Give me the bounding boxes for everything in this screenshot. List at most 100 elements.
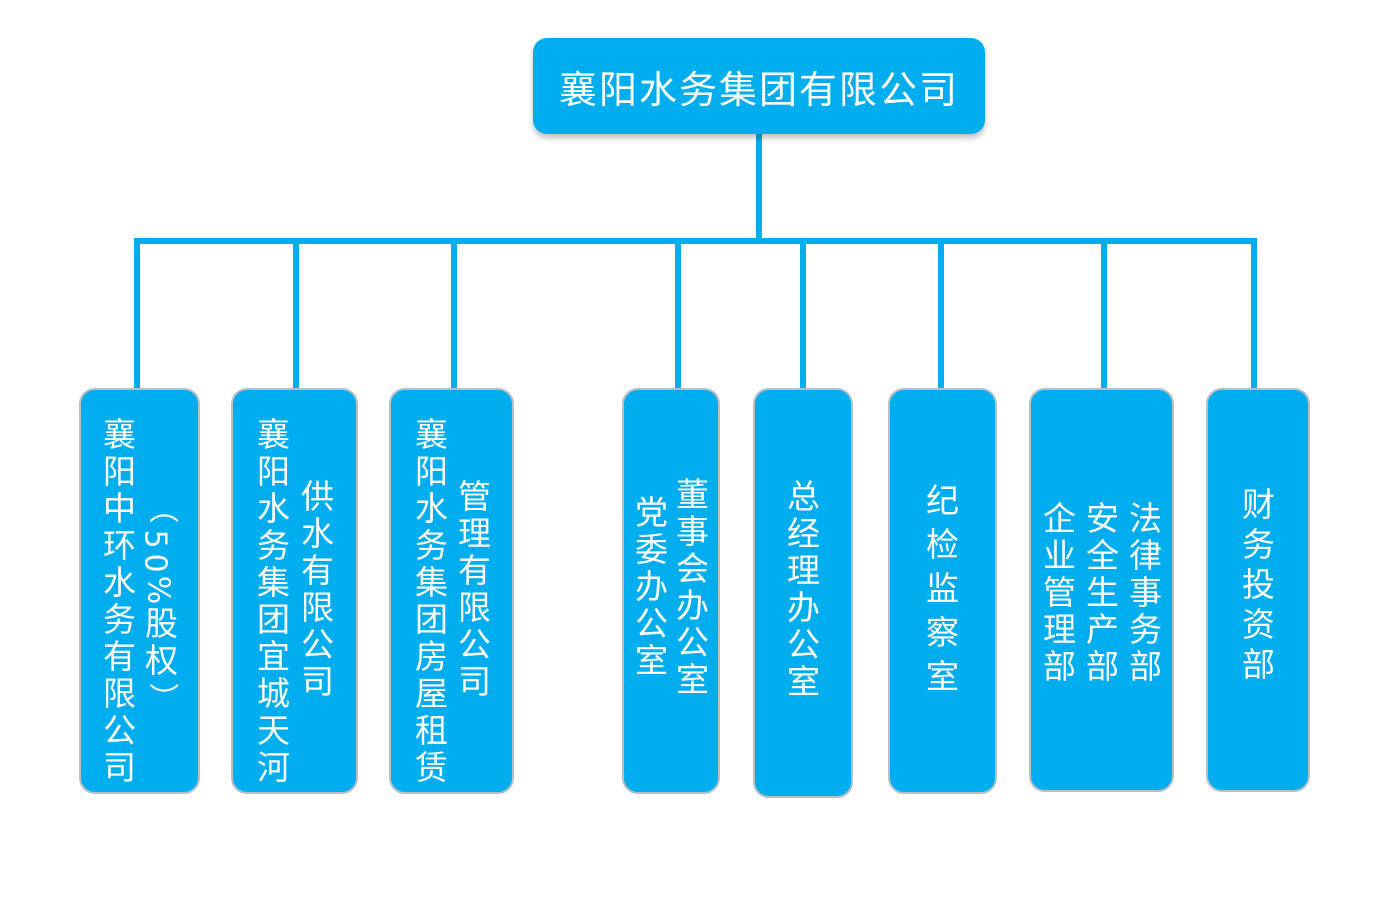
unit-box-yicheng: 襄 阳 水 务 集 团 宜 城 天 河 供 水 有 限 公 司 <box>231 388 358 794</box>
unit-char: 襄 <box>103 415 136 454</box>
unit-char: 团 <box>415 600 448 639</box>
unit-char: 阳 <box>415 452 448 491</box>
unit-char: 天 <box>257 711 290 750</box>
unit-char: 部 <box>1242 645 1275 684</box>
unit-box-caiwu: 财 务 投 资 部 <box>1206 388 1310 792</box>
unit-text-column: 党 委 办 公 室 <box>635 494 668 679</box>
unit-char: 房 <box>415 637 448 676</box>
unit-char: 河 <box>257 748 290 787</box>
unit-char: 0 <box>137 553 173 573</box>
unit-char: 有 <box>103 637 136 676</box>
unit-char: 管 <box>458 477 491 516</box>
unit-text-column: 法 律 事 务 部 <box>1129 500 1162 685</box>
unit-char: 管 <box>1043 573 1076 612</box>
unit-box-zongjingli: 总 经 理 办 公 室 <box>753 388 853 798</box>
unit-char: 室 <box>676 660 709 699</box>
unit-char: 水 <box>301 514 334 553</box>
unit-char: 投 <box>1242 565 1275 604</box>
unit-char: 室 <box>635 641 668 680</box>
unit-char: 供 <box>301 477 334 516</box>
unit-char: 限 <box>458 588 491 627</box>
unit-char: 办 <box>787 588 820 627</box>
unit-text-column: 供 水 有 限 公 司 <box>301 478 334 700</box>
unit-char: 5 <box>137 529 173 549</box>
unit-char: 会 <box>676 549 709 588</box>
unit-char: 理 <box>1043 610 1076 649</box>
unit-char: 理 <box>787 551 820 590</box>
unit-char: 公 <box>301 625 334 664</box>
unit-char: 股 <box>145 604 178 643</box>
unit-char: 企 <box>1043 499 1076 538</box>
root-node: 襄阳水务集团有限公司 <box>533 38 985 134</box>
unit-char: 事 <box>1129 573 1162 612</box>
unit-text-column: 总 经 理 办 公 室 <box>787 478 820 700</box>
unit-text-column: 襄 阳 水 务 集 团 房 屋 租 赁 <box>415 416 448 786</box>
unit-char: 法 <box>1129 499 1162 538</box>
unit-char: 部 <box>1086 647 1119 686</box>
unit-text-column: 财 务 投 资 部 <box>1242 486 1275 686</box>
unit-char: 集 <box>415 563 448 602</box>
unit-char: 中 <box>103 489 136 528</box>
unit-char: 水 <box>257 489 290 528</box>
unit-char: 阳 <box>257 452 290 491</box>
unit-box-zhonghuan: 襄 阳 中 环 水 务 有 限 公 司 （ 5 0 % 股 权 ） <box>79 388 200 794</box>
unit-char: 水 <box>103 563 136 602</box>
unit-char: 公 <box>458 625 491 664</box>
unit-char: 务 <box>257 526 290 565</box>
unit-char: 财 <box>1242 485 1275 524</box>
unit-text-column: 襄 阳 中 环 水 务 有 限 公 司 <box>103 416 136 786</box>
unit-char: 赁 <box>415 748 448 787</box>
unit-char: 总 <box>787 477 820 516</box>
unit-char: 业 <box>1043 536 1076 575</box>
unit-char: 办 <box>635 567 668 606</box>
unit-char: 全 <box>1086 536 1119 575</box>
unit-char: 限 <box>103 674 136 713</box>
unit-char: 公 <box>676 623 709 662</box>
unit-box-jijian: 纪 检 监 察 室 <box>888 388 997 794</box>
unit-char: 有 <box>458 551 491 590</box>
unit-box-fangwu: 襄 阳 水 务 集 团 房 屋 租 赁 管 理 有 限 公 司 <box>389 388 514 794</box>
unit-char: 办 <box>676 586 709 625</box>
unit-text-column: （ 5 0 % 股 权 ） <box>137 490 180 716</box>
unit-char: 公 <box>787 625 820 664</box>
unit-char: 纪 <box>926 481 959 520</box>
unit-char: 权 <box>145 641 178 680</box>
unit-text-column: 安 全 生 产 部 <box>1086 500 1119 685</box>
unit-char: 租 <box>415 711 448 750</box>
root-label: 襄阳水务集团有限公司 <box>558 67 959 112</box>
unit-char: 司 <box>103 748 136 787</box>
unit-char: 经 <box>787 514 820 553</box>
unit-char: 部 <box>1129 647 1162 686</box>
unit-char: 公 <box>103 711 136 750</box>
unit-char: 阳 <box>103 452 136 491</box>
unit-box-qiye: 企 业 管 理 部 安 全 生 产 部 法 律 事 务 部 <box>1029 388 1174 792</box>
unit-text-column: 企 业 管 理 部 <box>1043 500 1076 685</box>
unit-char: 律 <box>1129 536 1162 575</box>
unit-char: 生 <box>1086 573 1119 612</box>
unit-char: 室 <box>926 657 959 696</box>
unit-char: 务 <box>103 600 136 639</box>
unit-char: 务 <box>1129 610 1162 649</box>
unit-char: 城 <box>257 674 290 713</box>
unit-char: 集 <box>257 563 290 602</box>
unit-char: 团 <box>257 600 290 639</box>
unit-char: （ <box>144 493 179 524</box>
unit-char: 安 <box>1086 499 1119 538</box>
unit-char: 襄 <box>257 415 290 454</box>
unit-char: % <box>140 575 176 605</box>
unit-char: 部 <box>1043 647 1076 686</box>
unit-char: 环 <box>103 526 136 565</box>
unit-char: 限 <box>301 588 334 627</box>
unit-char: 检 <box>926 525 959 564</box>
unit-char: 司 <box>458 662 491 701</box>
unit-char: 宜 <box>257 637 290 676</box>
unit-char: 委 <box>635 530 668 569</box>
unit-text-column: 管 理 有 限 公 司 <box>458 478 491 700</box>
unit-char: 党 <box>635 493 668 532</box>
unit-char: ） <box>144 682 179 713</box>
unit-char: 水 <box>415 489 448 528</box>
unit-char: 有 <box>301 551 334 590</box>
unit-char: 屋 <box>415 674 448 713</box>
unit-char: 襄 <box>415 415 448 454</box>
